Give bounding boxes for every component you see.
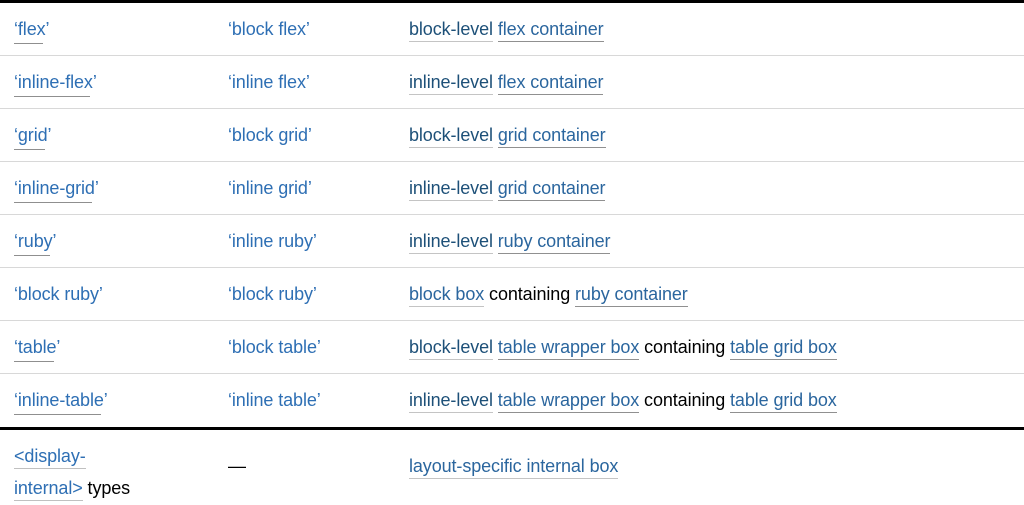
link-ruby-container[interactable]: ruby container [575,284,688,307]
value-block-grid[interactable]: ‘block grid’ [228,125,312,145]
cell-computed: ‘inline flex’ [214,56,396,108]
link-inline-table[interactable]: ‘inline-table’ [14,390,108,415]
cell-computed: ‘block grid’ [214,109,396,161]
link-display-internal[interactable]: <display- [14,446,86,469]
value-inline-grid[interactable]: ‘inline grid’ [228,178,312,198]
table-row: ‘inline-grid’ ‘inline grid’ inline-level… [0,162,1024,215]
cell-description: block-level flex container [396,3,1024,55]
cell-keyword: ‘grid’ [0,109,214,161]
table-row: ‘flex’ ‘block flex’ block-level flex con… [0,3,1024,56]
text [493,390,498,410]
link-inline-grid[interactable]: ‘inline-grid’ [14,178,99,203]
link-inline-level[interactable]: inline-level [409,178,493,201]
cell-computed: ‘inline ruby’ [214,215,396,267]
value-inline-flex[interactable]: ‘inline flex’ [228,72,310,92]
link-grid-container[interactable]: grid container [497,178,606,201]
link-inline-level[interactable]: inline-level [409,390,493,413]
value-block-flex[interactable]: ‘block flex’ [228,19,310,39]
table-row: ‘grid’ ‘block grid’ block-level grid con… [0,109,1024,162]
text: types [82,478,131,498]
table-row: ‘table’ ‘block table’ block-level table … [0,321,1024,374]
table-row: ‘inline-table’ ‘inline table’ inline-lev… [0,374,1024,430]
link-display-internal[interactable]: internal> [14,478,83,501]
link-table-wrapper-box[interactable]: table wrapper box [497,390,639,413]
cell-computed: ‘block table’ [214,321,396,373]
table-row: ‘ruby’ ‘inline ruby’ inline-level ruby c… [0,215,1024,268]
link-grid[interactable]: ‘grid’ [14,125,52,150]
table-row: <display-internal> types — layout-specif… [0,430,1024,505]
cell-computed: ‘inline table’ [214,374,396,427]
link-grid-container[interactable]: grid container [497,125,606,148]
link-block-level[interactable]: block-level [409,337,493,360]
link-inline-level[interactable]: inline-level [409,72,493,95]
link-table-grid-box[interactable]: table grid box [730,337,837,360]
cell-computed: ‘block flex’ [214,3,396,55]
value-block-ruby[interactable]: ‘block ruby’ [228,284,317,304]
link-flex-container[interactable]: flex container [497,72,604,95]
cell-description: inline-level flex container [396,56,1024,108]
cell-keyword: ‘table’ [0,321,214,373]
link-flex[interactable]: ‘flex’ [14,19,50,44]
cell-description: inline-level grid container [396,162,1024,214]
text: containing [484,284,576,304]
link-ruby-container[interactable]: ruby container [497,231,611,254]
cell-description: block-level table wrapper box containing… [396,321,1024,373]
text [493,72,498,92]
cell-computed: — [214,430,396,505]
link-layout-specific-internal-box[interactable]: layout-specific internal box [409,456,618,479]
text [493,178,498,198]
table-row: ‘block ruby’ ‘block ruby’ block box cont… [0,268,1024,321]
link-block-level[interactable]: block-level [409,125,493,148]
cell-keyword: ‘inline-flex’ [0,56,214,108]
cell-computed: ‘block ruby’ [214,268,396,320]
text: containing [639,337,731,357]
value-block-ruby[interactable]: ‘block ruby’ [14,284,103,304]
em-dash: — [228,456,246,476]
link-table-grid-box[interactable]: table grid box [730,390,837,413]
cell-description: block-level grid container [396,109,1024,161]
link-table[interactable]: ‘table’ [14,337,60,362]
cell-keyword: ‘inline-table’ [0,374,214,427]
link-inline-level[interactable]: inline-level [409,231,493,254]
cell-description: inline-level table wrapper box containin… [396,374,1024,427]
link-flex-container[interactable]: flex container [497,19,604,42]
link-block-box[interactable]: block box [409,284,484,307]
link-ruby[interactable]: ‘ruby’ [14,231,57,256]
cell-keyword: ‘inline-grid’ [0,162,214,214]
value-block-table[interactable]: ‘block table’ [228,337,321,357]
link-table-wrapper-box[interactable]: table wrapper box [497,337,639,360]
cell-description: layout-specific internal box [396,430,1024,505]
table-row: ‘inline-flex’ ‘inline flex’ inline-level… [0,56,1024,109]
text [493,231,498,251]
cell-description: block box containing ruby container [396,268,1024,320]
cell-keyword: <display-internal> types [0,430,214,505]
value-inline-ruby[interactable]: ‘inline ruby’ [228,231,317,251]
cell-keyword: ‘flex’ [0,3,214,55]
cell-computed: ‘inline grid’ [214,162,396,214]
link-inline-flex[interactable]: ‘inline-flex’ [14,72,97,97]
link-block-level[interactable]: block-level [409,19,493,42]
cell-keyword: ‘block ruby’ [0,268,214,320]
value-inline-table[interactable]: ‘inline table’ [228,390,321,410]
cell-keyword: ‘ruby’ [0,215,214,267]
text: containing [639,390,731,410]
cell-description: inline-level ruby container [396,215,1024,267]
